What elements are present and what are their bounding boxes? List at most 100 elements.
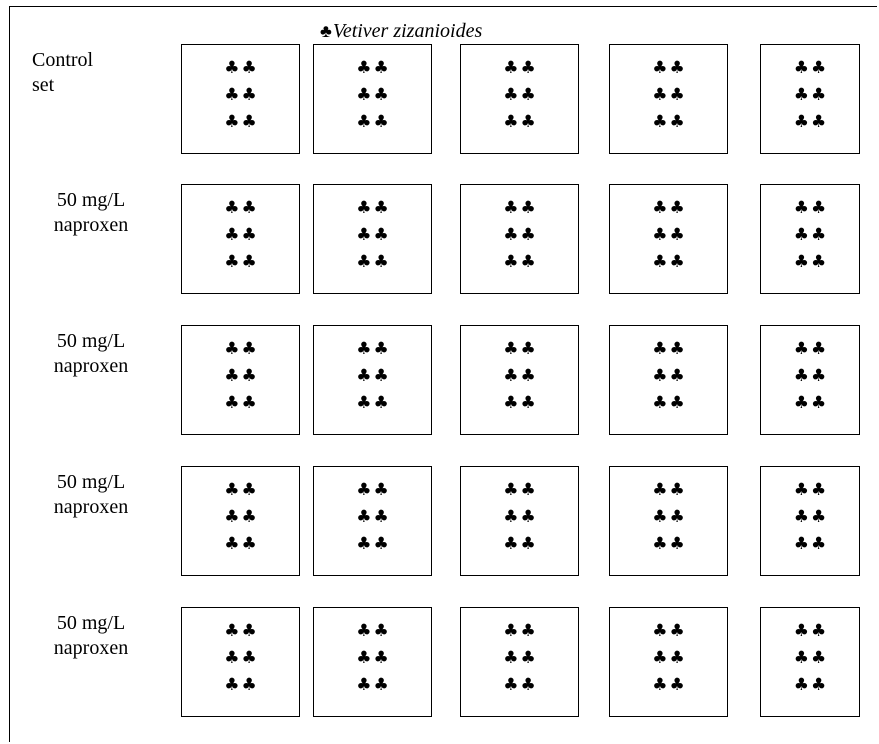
- plant-line: ♣♣: [794, 393, 827, 415]
- plant-line: ♣♣: [503, 507, 536, 529]
- row-label: 50 mg/L naproxen: [53, 330, 129, 377]
- plant-line: ♣♣: [652, 339, 685, 361]
- plant-icon: ♣: [356, 534, 372, 554]
- plant-icon: ♣: [241, 112, 257, 132]
- row-label: 50 mg/L naproxen: [53, 189, 129, 236]
- plant-icon: ♣: [224, 393, 240, 413]
- tank: ♣♣♣♣♣♣: [460, 44, 579, 154]
- plant-icon: ♣: [373, 507, 389, 527]
- plant-icon: ♣: [669, 648, 685, 668]
- plant-line: ♣♣: [503, 112, 536, 134]
- plant-line: ♣♣: [503, 339, 536, 361]
- tank: ♣♣♣♣♣♣: [609, 325, 728, 435]
- tank: ♣♣♣♣♣♣: [313, 466, 432, 576]
- plant-icon: ♣: [520, 252, 536, 272]
- plant-icon: ♣: [520, 198, 536, 218]
- plant-line: ♣♣: [356, 198, 389, 220]
- plant-icon: ♣: [811, 675, 827, 695]
- plant-line: ♣♣: [224, 507, 257, 529]
- plant-icon: ♣: [793, 366, 809, 386]
- plant-icon: ♣: [811, 534, 827, 554]
- plant-icon: ♣: [669, 393, 685, 413]
- plant-icon: ♣: [793, 480, 809, 500]
- plant-icon: ♣: [373, 393, 389, 413]
- tank: ♣♣♣♣♣♣: [181, 184, 300, 294]
- plant-icon: ♣: [793, 58, 809, 78]
- plant-icon: ♣: [503, 58, 519, 78]
- plant-line: ♣♣: [503, 225, 536, 247]
- plant-icon: ♣: [652, 112, 668, 132]
- plant-line: ♣♣: [356, 112, 389, 134]
- tank: ♣♣♣♣♣♣: [460, 607, 579, 717]
- plant-icon: ♣: [793, 621, 809, 641]
- plant-icon: ♣: [356, 58, 372, 78]
- plant-icon: ♣: [520, 112, 536, 132]
- plant-line: ♣♣: [503, 480, 536, 502]
- plant-line: ♣♣: [356, 393, 389, 415]
- plant-icon: ♣: [373, 252, 389, 272]
- plant-line: ♣♣: [224, 252, 257, 274]
- plant-line: ♣♣: [794, 621, 827, 643]
- plant-line: ♣♣: [224, 393, 257, 415]
- plant-line: ♣♣: [503, 393, 536, 415]
- plant-line: ♣♣: [794, 480, 827, 502]
- tank: ♣♣♣♣♣♣: [181, 44, 300, 154]
- plant-line: ♣♣: [794, 339, 827, 361]
- plant-icon: ♣: [811, 648, 827, 668]
- plant-icon: ♣: [356, 252, 372, 272]
- plant-icon: ♣: [373, 58, 389, 78]
- plant-icon: ♣: [793, 252, 809, 272]
- plant-icon: ♣: [652, 85, 668, 105]
- plant-icon: ♣: [793, 225, 809, 245]
- plant-line: ♣♣: [794, 198, 827, 220]
- plant-line: ♣♣: [652, 480, 685, 502]
- plant-icon: ♣: [224, 648, 240, 668]
- plant-icon: ♣: [241, 393, 257, 413]
- tank: ♣♣♣♣♣♣: [609, 607, 728, 717]
- plant-line: ♣♣: [652, 225, 685, 247]
- plant-icon: ♣: [356, 225, 372, 245]
- plant-icon: ♣: [224, 534, 240, 554]
- plant-line: ♣♣: [356, 366, 389, 388]
- tank: ♣♣♣♣♣♣: [181, 325, 300, 435]
- plant-line: ♣♣: [224, 198, 257, 220]
- plant-icon: ♣: [793, 507, 809, 527]
- plant-line: ♣♣: [503, 58, 536, 80]
- plant-icon: ♣: [224, 58, 240, 78]
- tank: ♣♣♣♣♣♣: [609, 184, 728, 294]
- plant-icon: ♣: [520, 480, 536, 500]
- legend-label: Vetiver zizanioides: [332, 20, 483, 42]
- plant-line: ♣♣: [224, 366, 257, 388]
- plant-icon: ♣: [224, 675, 240, 695]
- plant-icon: ♣: [373, 648, 389, 668]
- plant-icon: ♣: [669, 85, 685, 105]
- plant-icon: ♣: [241, 198, 257, 218]
- plant-line: ♣♣: [503, 675, 536, 697]
- plant-icon: ♣: [811, 225, 827, 245]
- plant-icon: ♣: [811, 58, 827, 78]
- tank: ♣♣♣♣♣♣: [609, 44, 728, 154]
- plant-line: ♣♣: [652, 198, 685, 220]
- plant-icon: ♣: [503, 252, 519, 272]
- tank: ♣♣♣♣♣♣: [313, 44, 432, 154]
- plant-icon: ♣: [652, 675, 668, 695]
- plant-icon: ♣: [503, 675, 519, 695]
- plant-icon: ♣: [520, 225, 536, 245]
- tank: ♣♣♣♣♣♣: [760, 607, 860, 717]
- plant-icon: ♣: [811, 252, 827, 272]
- plant-icon: ♣: [503, 648, 519, 668]
- plant-icon: ♣: [520, 339, 536, 359]
- plant-icon: ♣: [811, 480, 827, 500]
- tank: ♣♣♣♣♣♣: [181, 607, 300, 717]
- plant-line: ♣♣: [503, 366, 536, 388]
- plant-icon: ♣: [356, 339, 372, 359]
- plant-icon: ♣: [652, 534, 668, 554]
- tank: ♣♣♣♣♣♣: [760, 325, 860, 435]
- plant-icon: ♣: [669, 339, 685, 359]
- plant-line: ♣♣: [652, 534, 685, 556]
- tank: ♣♣♣♣♣♣: [760, 44, 860, 154]
- plant-line: ♣♣: [356, 225, 389, 247]
- tank: ♣♣♣♣♣♣: [181, 466, 300, 576]
- plant-line: ♣♣: [356, 507, 389, 529]
- plant-icon: ♣: [793, 198, 809, 218]
